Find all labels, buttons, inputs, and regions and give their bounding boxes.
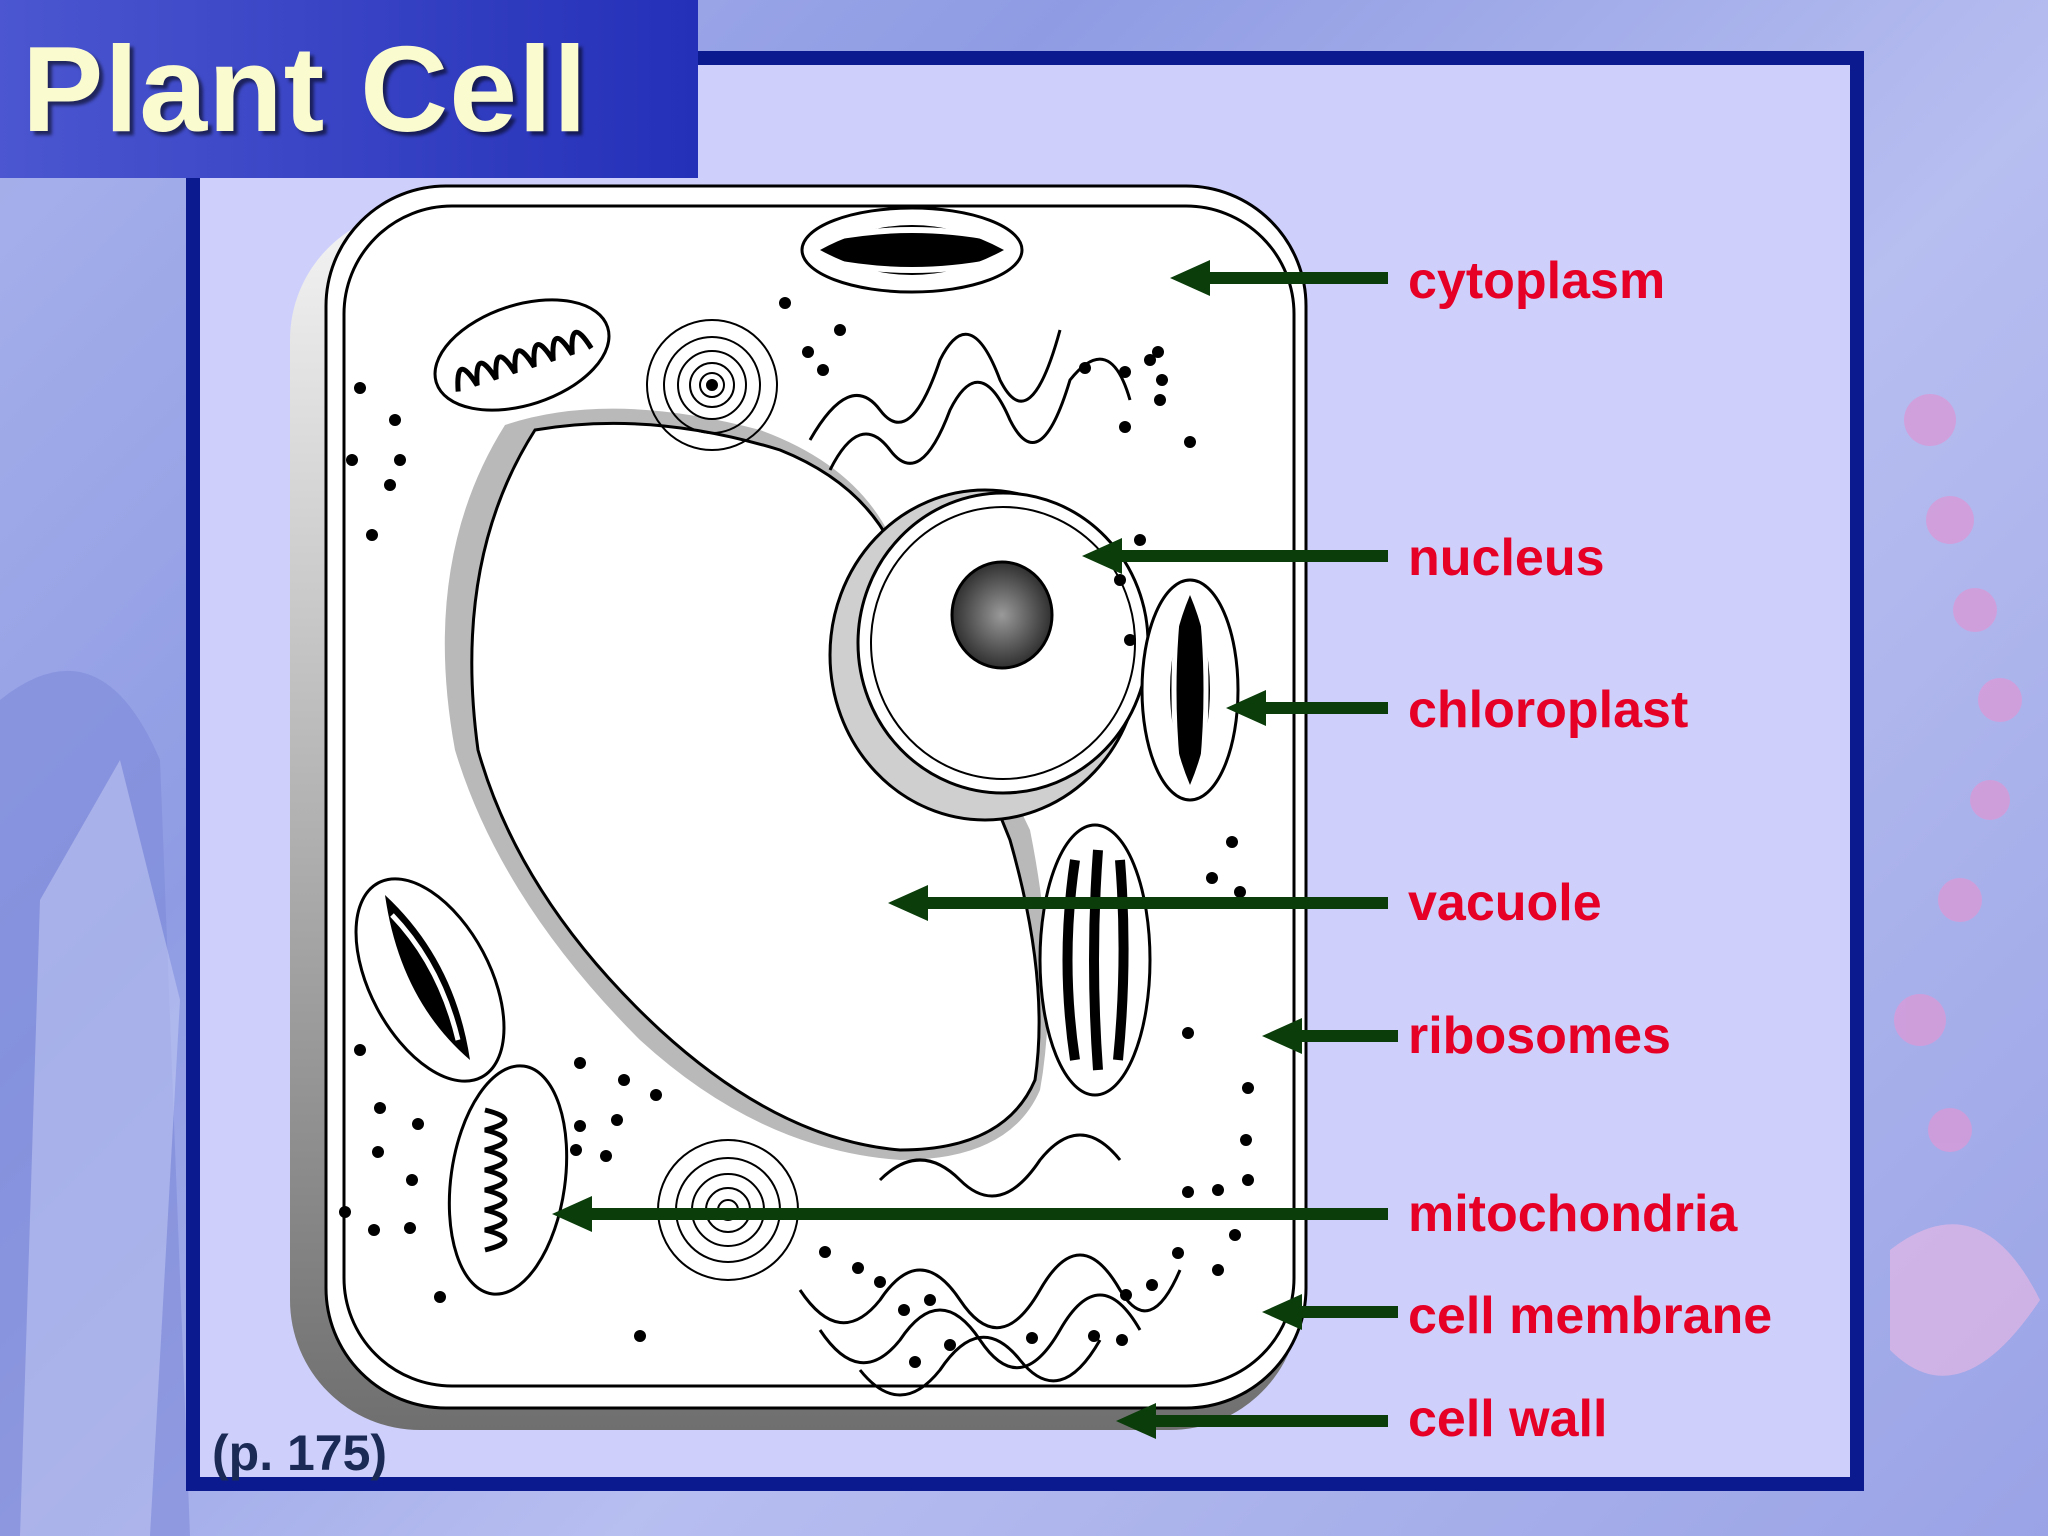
arrow-vacuole [888, 885, 1388, 921]
ribosome-dot [600, 1150, 612, 1162]
mitochondria [433, 298, 611, 1296]
ribosome-dot [574, 1057, 586, 1069]
ribosome-dot [1120, 1289, 1132, 1301]
ribosome-dot [434, 1291, 446, 1303]
ribosome-dot [852, 1262, 864, 1274]
label-chloroplast: chloroplast [1408, 681, 1689, 739]
ribosome-dot [394, 454, 406, 466]
ribosome-dot [1240, 1134, 1252, 1146]
arrow-chloroplast [1226, 690, 1388, 726]
ribosome-dot [1146, 1279, 1158, 1291]
ribosome-dot [374, 1102, 386, 1114]
ribosome-dot [779, 297, 791, 309]
ribosome-dot [412, 1118, 424, 1130]
page-title: Plant Cell [22, 21, 588, 157]
ribosome-dot [404, 1222, 416, 1234]
ribosome-dot [1119, 421, 1131, 433]
ribosome-dot [1182, 1027, 1194, 1039]
title-banner: Plant Cell [0, 0, 698, 178]
label-vacuole: vacuole [1408, 874, 1602, 932]
endoplasmic-reticulum [798, 329, 1182, 1397]
ribosome-dot [1134, 534, 1146, 546]
ribosome-dot [924, 1294, 936, 1306]
ribosome-dot [1242, 1082, 1254, 1094]
label-cytoplasm: cytoplasm [1408, 252, 1666, 310]
ribosome-dot [354, 382, 366, 394]
label-cell-wall: cell wall [1408, 1390, 1608, 1448]
ribosome-dot [1116, 1334, 1128, 1346]
ribosome-dot [384, 479, 396, 491]
ribosome-dot [372, 1146, 384, 1158]
ribosome-dot [1119, 366, 1131, 378]
ribosome-dot [1184, 436, 1196, 448]
ribosome-dot [898, 1304, 910, 1316]
ribosome-dot [611, 1114, 623, 1126]
ribosome-dot [1226, 836, 1238, 848]
ribosome-dot [1229, 1229, 1241, 1241]
ribosome-dot [1079, 362, 1091, 374]
ribosome-dot [406, 1174, 418, 1186]
chloroplast [354, 206, 1240, 1097]
ribosome-dot [1172, 1247, 1184, 1259]
ribosome-dot [1088, 1330, 1100, 1342]
ribosome-dot [339, 1206, 351, 1218]
ribosome-dot [346, 454, 358, 466]
arrow-cell-membrane [1262, 1294, 1398, 1330]
ribosome-dot [1124, 634, 1136, 646]
ribosome-dot [1234, 886, 1246, 898]
arrow-cell-wall [1116, 1403, 1388, 1439]
ribosome-dot [1152, 346, 1164, 358]
ribosome-dot [574, 1120, 586, 1132]
ribosome-dot [1182, 1186, 1194, 1198]
ribosome-dot [834, 324, 846, 336]
ribosome-dot [1206, 872, 1218, 884]
ribosome-dot [368, 1224, 380, 1236]
nucleus [828, 488, 1150, 822]
arrow-cytoplasm [1170, 260, 1388, 296]
ribosome-dot [1026, 1332, 1038, 1344]
ribosome-dot [1144, 354, 1156, 366]
ribosome-dot [570, 1144, 582, 1156]
ribosome-dot [634, 1330, 646, 1342]
ribosome-dot [802, 346, 814, 358]
arrow-nucleus [1082, 538, 1388, 574]
label-mitochondria: mitochondria [1408, 1185, 1738, 1243]
ribosome-dot [1212, 1184, 1224, 1196]
label-nucleus: nucleus [1408, 529, 1605, 587]
arrow-mitochondria [552, 1196, 1388, 1232]
arrow-ribosomes [1262, 1018, 1398, 1054]
ribosome-dot [1114, 574, 1126, 586]
ribosome-dot [1156, 374, 1168, 386]
ribosome-dot [1154, 394, 1166, 406]
ribosome-dot [1212, 1264, 1224, 1276]
ribosome-dot [819, 1246, 831, 1258]
ribosome-dot [817, 364, 829, 376]
label-ribosomes: ribosomes [1408, 1007, 1671, 1065]
ribosome-dot [366, 529, 378, 541]
page-reference: (p. 175) [212, 1425, 388, 1481]
ribosome-dot [354, 1044, 366, 1056]
ribosome-dot [909, 1356, 921, 1368]
ribosome-dot [650, 1089, 662, 1101]
ribosome-dot [618, 1074, 630, 1086]
label-cell-membrane: cell membrane [1408, 1287, 1773, 1345]
ribosome-dot [1242, 1174, 1254, 1186]
ribosome-dot [944, 1339, 956, 1351]
ribosome-dot [389, 414, 401, 426]
ribosome-dot [874, 1276, 886, 1288]
